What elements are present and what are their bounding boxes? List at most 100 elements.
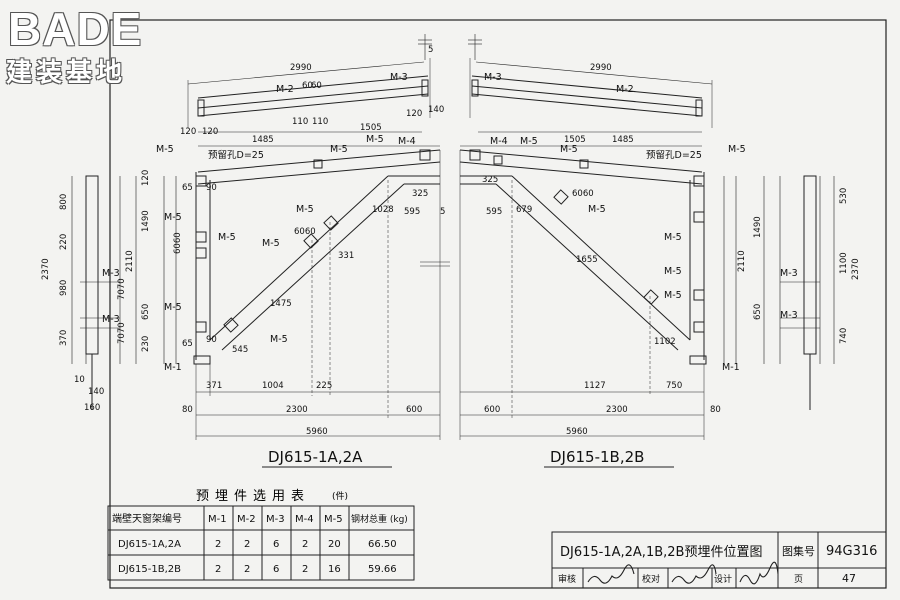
- r-dim-595: 595: [486, 207, 502, 217]
- dim-60-pair: 6060: [173, 232, 183, 254]
- table-row1-m1: 2: [215, 539, 221, 550]
- reviewer-signature: [587, 564, 635, 584]
- r-mark-m3-b: M-3: [780, 268, 798, 279]
- dim-225: 225: [316, 381, 332, 391]
- dim-600: 600: [406, 405, 422, 415]
- dim-1485: 1485: [252, 135, 274, 145]
- r-mark-m5-d: M-5: [588, 204, 606, 215]
- mark-m5-a: M-5: [156, 144, 174, 155]
- top-chord-length: 2990: [290, 63, 312, 73]
- dim-65b: 65: [182, 339, 193, 349]
- dim-80: 80: [182, 405, 193, 415]
- table-header-weight: 钢材总重 (kg): [351, 513, 408, 525]
- dim-371: 371: [206, 381, 222, 391]
- right-caption: DJ615-1B,2B: [550, 448, 644, 466]
- table-row2-m5: 16: [328, 564, 341, 575]
- review-label: 审核: [558, 573, 576, 585]
- r-dim-1102: 1102: [654, 337, 676, 347]
- table-row1-m2: 2: [244, 539, 250, 550]
- dim-220: 220: [59, 234, 69, 250]
- r-mark-m2: M-2: [616, 84, 634, 95]
- r-dim-740: 740: [839, 328, 849, 344]
- dim-90b: 90: [206, 335, 217, 345]
- mark-m5-g: M-5: [164, 212, 182, 223]
- left-caption: DJ615-1A,2A: [268, 448, 363, 466]
- r-dim-2300: 2300: [606, 405, 628, 415]
- dim-2110: 2110: [125, 250, 135, 272]
- table-row2-m1: 2: [215, 564, 221, 575]
- r-mark-m5-c: M-5: [728, 144, 746, 155]
- left-view-labels: 2990 M-3 M-2 60 60 110 110 120 140 120 1…: [41, 45, 445, 466]
- r-dim-325: 325: [482, 175, 498, 185]
- mark-m4: M-4: [398, 136, 416, 147]
- r-mark-m5-f: M-5: [664, 266, 682, 277]
- dim-5: 5: [440, 207, 445, 217]
- table-header-id: 端壁天窗架编号: [112, 512, 182, 525]
- table-header-m5: M-5: [324, 514, 343, 525]
- dim-110a: 110: [292, 117, 308, 127]
- mark-m1: M-1: [164, 362, 182, 373]
- dim-65a: 65: [182, 183, 193, 193]
- dim-140-b: 140: [88, 387, 104, 397]
- r-dim-1490: 1490: [753, 216, 763, 238]
- r-dim-1505: 1505: [564, 135, 586, 145]
- r-mark-m5-g: M-5: [664, 290, 682, 301]
- table-row2-id: DJ615-1B,2B: [118, 564, 181, 575]
- r-mark-m3: M-3: [484, 72, 502, 83]
- mark-m5-f: M-5: [270, 334, 288, 345]
- brand-logo-cn: 建装基地: [6, 58, 127, 88]
- dim-1004: 1004: [262, 381, 284, 391]
- r-mark-m3-c: M-3: [780, 310, 798, 321]
- dim-5-top: 5: [428, 45, 433, 55]
- dim-331: 331: [338, 251, 354, 261]
- page-label: 页: [794, 574, 803, 585]
- r-dim-530: 530: [839, 188, 849, 204]
- page-number: 47: [842, 572, 856, 585]
- table-header-m4: M-4: [295, 514, 314, 525]
- check-label: 校对: [642, 573, 660, 585]
- table-header-m2: M-2: [237, 514, 256, 525]
- r-mark-m1: M-1: [722, 362, 740, 373]
- design-label: 设计: [714, 573, 732, 585]
- mark-m2: M-2: [276, 84, 294, 95]
- atlas-number: 94G316: [826, 544, 877, 559]
- table-row1-weight: 66.50: [368, 539, 397, 550]
- dim-595: 595: [404, 207, 420, 217]
- dim-2300: 2300: [286, 405, 308, 415]
- mark-m3-c: M-3: [102, 314, 120, 325]
- dim-10: 10: [74, 375, 85, 385]
- title-block: DJ615-1A,2A,1B,2B预埋件位置图 图集号 94G316 审核 校对…: [551, 531, 887, 589]
- r-top-chord-length: 2990: [590, 63, 612, 73]
- dim-160: 160: [84, 403, 100, 413]
- hole-note: 预留孔D=25: [208, 149, 264, 161]
- table-header-m1: M-1: [208, 514, 227, 525]
- r-dim-750: 750: [666, 381, 682, 391]
- mark-m3-b: M-3: [102, 268, 120, 279]
- mark-m5-h: M-5: [218, 232, 236, 243]
- dim-120-v: 120: [141, 170, 151, 186]
- dim-60a: 60: [302, 81, 313, 91]
- dim-325: 325: [412, 189, 428, 199]
- r-dim-679: 679: [516, 205, 532, 215]
- r-hole-note: 预留孔D=25: [646, 149, 702, 161]
- dim-5960: 5960: [306, 427, 328, 437]
- drawing-title: DJ615-1A,2A,1B,2B预埋件位置图: [560, 545, 762, 560]
- dim-110b: 110: [312, 117, 328, 127]
- dim-120-l2: 120: [202, 127, 218, 137]
- r-mark-m5-b: M-5: [560, 144, 578, 155]
- mark-m5-b: M-5: [330, 144, 348, 155]
- dim-1505: 1505: [360, 123, 382, 133]
- dim-2370: 2370: [41, 258, 51, 280]
- dim-1028: 1028: [372, 205, 394, 215]
- mark-m5-c: M-5: [366, 134, 384, 145]
- r-mark-m5-e: M-5: [664, 232, 682, 243]
- dim-1475: 1475: [270, 299, 292, 309]
- mark-m5-e: M-5: [262, 238, 280, 249]
- dim-370: 370: [59, 330, 69, 346]
- atlas-label: 图集号: [782, 544, 815, 558]
- sheet-border: [109, 19, 887, 589]
- r-dim-600: 600: [484, 405, 500, 415]
- embedded-parts-table: 预埋件选用表 (件) 端壁天窗架编号 M-1 M-2 M-3 M-4 M-5 钢…: [107, 489, 415, 581]
- r-dim-1655: 1655: [576, 255, 598, 265]
